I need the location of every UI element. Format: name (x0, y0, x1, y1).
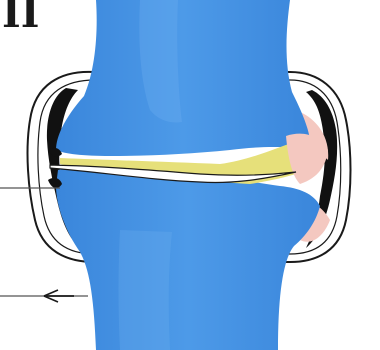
left-arrow-icon (44, 290, 74, 302)
upper-bone (56, 0, 310, 156)
lower-bone-highlight (119, 230, 173, 350)
lower-bone (56, 167, 320, 350)
